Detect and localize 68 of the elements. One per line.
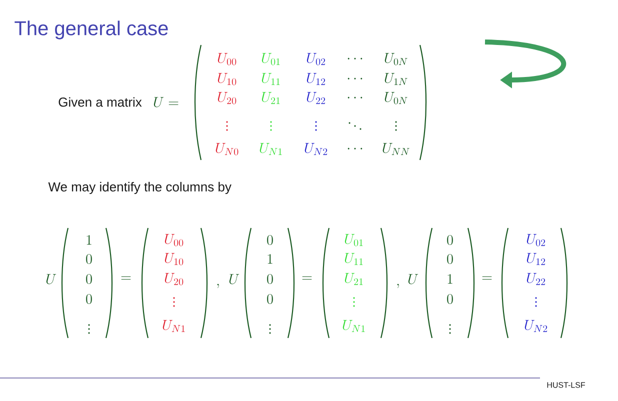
matrix-entry: $\vdots$ [315, 121, 317, 131]
slide-title: The general case [14, 20, 168, 40]
matrix-entry: $U_{22}$ [306, 92, 326, 104]
matrix-entry: $U_{0N}$ [384, 92, 408, 104]
vector-entry: $0$ [86, 294, 92, 304]
matrix-entry: $U_{00}$ [218, 53, 236, 66]
vector-entry: $U_{N1}$ [162, 320, 185, 332]
matrix-entry: $U_{02}$ [306, 53, 326, 66]
vector-entry: $U_{10}$ [164, 253, 184, 266]
vector-entry: $1$ [448, 274, 452, 284]
vector-entry: $U_{20}$ [164, 273, 184, 286]
matrix-entry: $\vdots$ [226, 121, 228, 131]
matrix-entry: $U_{11}$ [262, 73, 280, 85]
vector-entry: $U_{01}$ [344, 234, 363, 246]
vector-entry: $\vdots$ [88, 324, 90, 334]
matrix-entry: $U_{1N}$ [384, 73, 408, 85]
vector-entry: $0$ [447, 254, 453, 264]
matrix-entry: $U_{21}$ [262, 92, 280, 104]
footer-text: HUST-LSF [547, 382, 585, 388]
body-text: We may identify the columns by [48, 182, 232, 194]
vector-entry: $1$ [268, 254, 272, 264]
vector-entry: $0$ [447, 235, 453, 245]
vector-entry: $\vdots$ [269, 324, 271, 334]
vector-entry: $\vdots$ [173, 297, 175, 307]
formula: $U$ [408, 274, 418, 284]
formula: $=$ [302, 276, 312, 280]
vector-entry: $0$ [267, 294, 273, 304]
vector-entry: $0$ [267, 235, 273, 245]
vector-entry: $0$ [267, 274, 273, 284]
vector-entry: $U_{02}$ [526, 234, 546, 246]
vector-entry: $U_{12}$ [526, 253, 546, 265]
matrix-entry: $U_{20}$ [218, 92, 236, 104]
matrix-entry: $U_{12}$ [306, 73, 326, 85]
vector-entry: $U_{22}$ [526, 273, 546, 285]
matrix-entry: $U_{10}$ [218, 73, 236, 86]
matrix-entry: $\cdots$ [348, 58, 362, 60]
formula: $,$ [217, 284, 219, 288]
formula: $,$ [397, 284, 399, 288]
body-text: Given a matrix [58, 97, 142, 107]
matrix-entry: $\cdots$ [348, 96, 362, 98]
matrix-entry: $U_{01}$ [262, 53, 280, 66]
matrix-entry: $\cdots$ [348, 78, 362, 80]
matrix-entry: $U_{N1}$ [260, 143, 282, 155]
vector-entry: $\vdots$ [449, 324, 451, 334]
formula: $U =$ [154, 97, 178, 108]
formula: $=$ [482, 276, 492, 280]
vector-entry: $\vdots$ [353, 297, 355, 307]
vector-entry: $0$ [86, 254, 92, 264]
vector-entry: $U_{21}$ [344, 273, 363, 285]
vector-entry: $U_{N2}$ [524, 320, 548, 332]
matrix-entry: $\vdots$ [395, 121, 397, 131]
matrix-entry: $U_{N0}$ [216, 143, 238, 156]
vector-entry: $1$ [86, 235, 92, 245]
vector-entry: $U_{00}$ [164, 234, 184, 246]
vector-entry: $0$ [447, 294, 453, 304]
vector-entry: $0$ [86, 274, 92, 284]
vector-entry: $U_{N1}$ [342, 320, 365, 332]
matrix-entry: $U_{NN}$ [382, 143, 410, 155]
vector-entry: $\vdots$ [535, 297, 537, 307]
vector-entry: $U_{11}$ [344, 253, 363, 265]
matrix-entry: $\ddots$ [348, 122, 362, 130]
formula: $=$ [121, 276, 131, 280]
matrix-entry: $U_{0N}$ [384, 53, 408, 66]
formula: $U$ [229, 274, 240, 284]
matrix-entry: $\vdots$ [270, 121, 272, 131]
matrix-entry: $U_{N2}$ [304, 143, 328, 155]
matrix-entry: $\cdots$ [348, 148, 362, 150]
formula: $U$ [46, 274, 56, 284]
